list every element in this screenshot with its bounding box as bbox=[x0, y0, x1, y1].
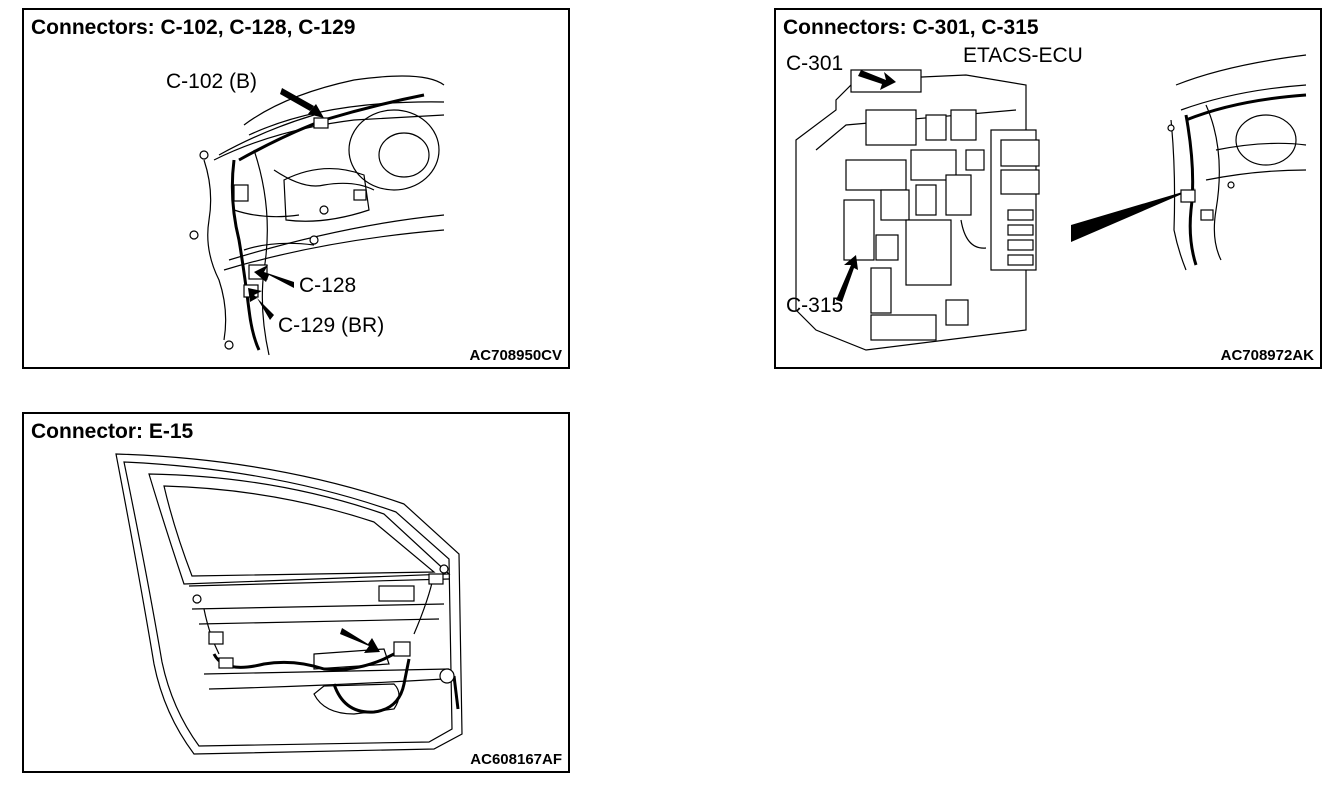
door-harness-illustration bbox=[115, 453, 463, 755]
panel-e15: Connector: E-15 AC608167AF bbox=[22, 412, 570, 773]
figure-code: AC708950CV bbox=[469, 347, 562, 364]
panel-title: Connectors: C-301, C-315 bbox=[783, 16, 1039, 39]
connector-label-c128: C-128 bbox=[299, 274, 357, 297]
etacs-ecu-label: ETACS-ECU bbox=[963, 44, 1083, 67]
connector-label-c129: C-129 (BR) bbox=[278, 314, 385, 337]
panel-c301-c315: Connectors: C-301, C-315 C-301 ETACS-ECU… bbox=[774, 8, 1322, 369]
panel-title: Connectors: C-102, C-128, C-129 bbox=[31, 16, 356, 39]
connector-label-c301: C-301 bbox=[786, 52, 844, 75]
etacs-ecu-illustration bbox=[795, 54, 1307, 351]
connector-label-c102: C-102 (B) bbox=[166, 70, 258, 93]
figure-code: AC708972AK bbox=[1220, 347, 1314, 364]
dashboard-harness-illustration bbox=[189, 75, 445, 356]
panel-title: Connector: E-15 bbox=[31, 420, 194, 443]
figure-code: AC608167AF bbox=[470, 751, 562, 768]
connector-label-c315: C-315 bbox=[786, 294, 844, 317]
panel-c102-c128-c129: Connectors: C-102, C-128, C-129 C-102 (B… bbox=[22, 8, 570, 369]
